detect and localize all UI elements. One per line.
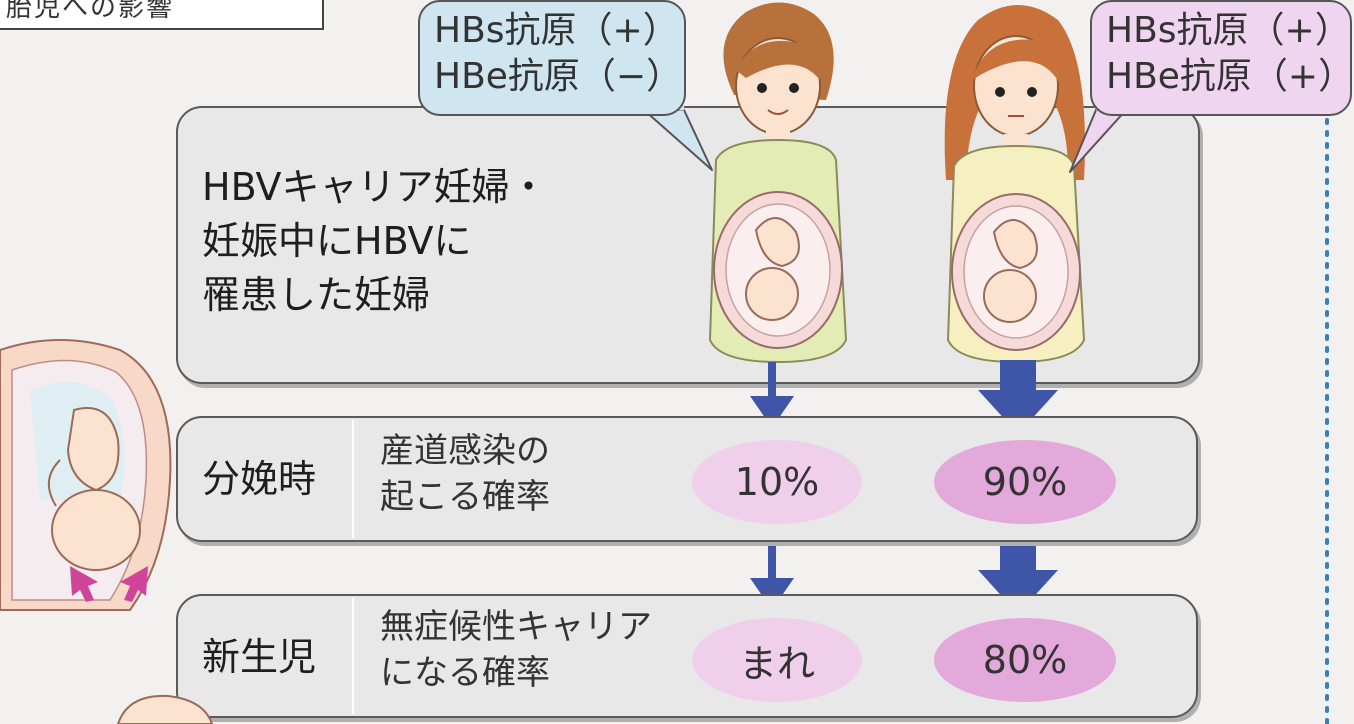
arrow-left-to-newborn: [750, 542, 794, 610]
bubble-right-hbs: HBs抗原（+）: [1106, 10, 1351, 51]
birth-canal-illustration: [0, 339, 172, 611]
birth-left-probability: 10%: [692, 440, 862, 524]
birth-desc-line-2: 起こる確率: [380, 477, 550, 517]
newborn-desc-line-2: になる確率: [380, 653, 550, 693]
newborn-head-partial-illustration: [116, 694, 214, 724]
birth-right-probability: 90%: [934, 440, 1116, 524]
main-condition-text: HBVキャリア妊婦・ 妊娠中にHBVに 罹患した妊婦: [202, 160, 547, 322]
bubble-right-tail: [1069, 105, 1127, 173]
birth-row-description: 産道感染の 起こる確率: [380, 428, 550, 520]
bubble-right-hbe: HBe抗原（+）: [1106, 56, 1354, 97]
dotted-divider: [1325, 0, 1329, 724]
speech-bubble-right: HBs抗原（+） HBe抗原（+）: [1090, 0, 1354, 116]
birth-row-divider: [352, 420, 354, 538]
main-line-3: 罹患した妊婦: [202, 273, 431, 317]
newborn-row-label: 新生児: [202, 635, 317, 679]
pregnant-woman-left-illustration: [708, 2, 848, 364]
newborn-row-description: 無症候性キャリア になる確率: [380, 604, 652, 696]
arrow-left-to-birth: [750, 362, 794, 428]
pregnant-woman-right-illustration: [944, 5, 1086, 364]
bubble-left-tail: [643, 105, 713, 171]
bubble-left-hbe: HBe抗原（−）: [434, 56, 683, 97]
newborn-left-probability: まれ: [692, 618, 862, 702]
birth-desc-line-1: 産道感染の: [380, 431, 550, 471]
birth-row-label: 分娩時: [202, 457, 317, 501]
newborn-right-probability: 80%: [934, 618, 1116, 702]
main-line-1: HBVキャリア妊婦・: [202, 165, 548, 209]
speech-bubble-left: HBs抗原（+） HBe抗原（−）: [418, 0, 686, 116]
section-title-label: 胎児への影響: [0, 0, 324, 30]
main-line-2: 妊娠中にHBVに: [202, 219, 472, 263]
pressure-arrows-icon: [70, 566, 148, 602]
newborn-row-divider: [352, 598, 354, 714]
arrow-right-to-newborn-thick: [978, 540, 1058, 614]
bubble-left-hbs: HBs抗原（+）: [434, 10, 679, 51]
newborn-desc-line-1: 無症候性キャリア: [380, 607, 652, 647]
arrow-right-to-birth-thick: [978, 360, 1058, 434]
